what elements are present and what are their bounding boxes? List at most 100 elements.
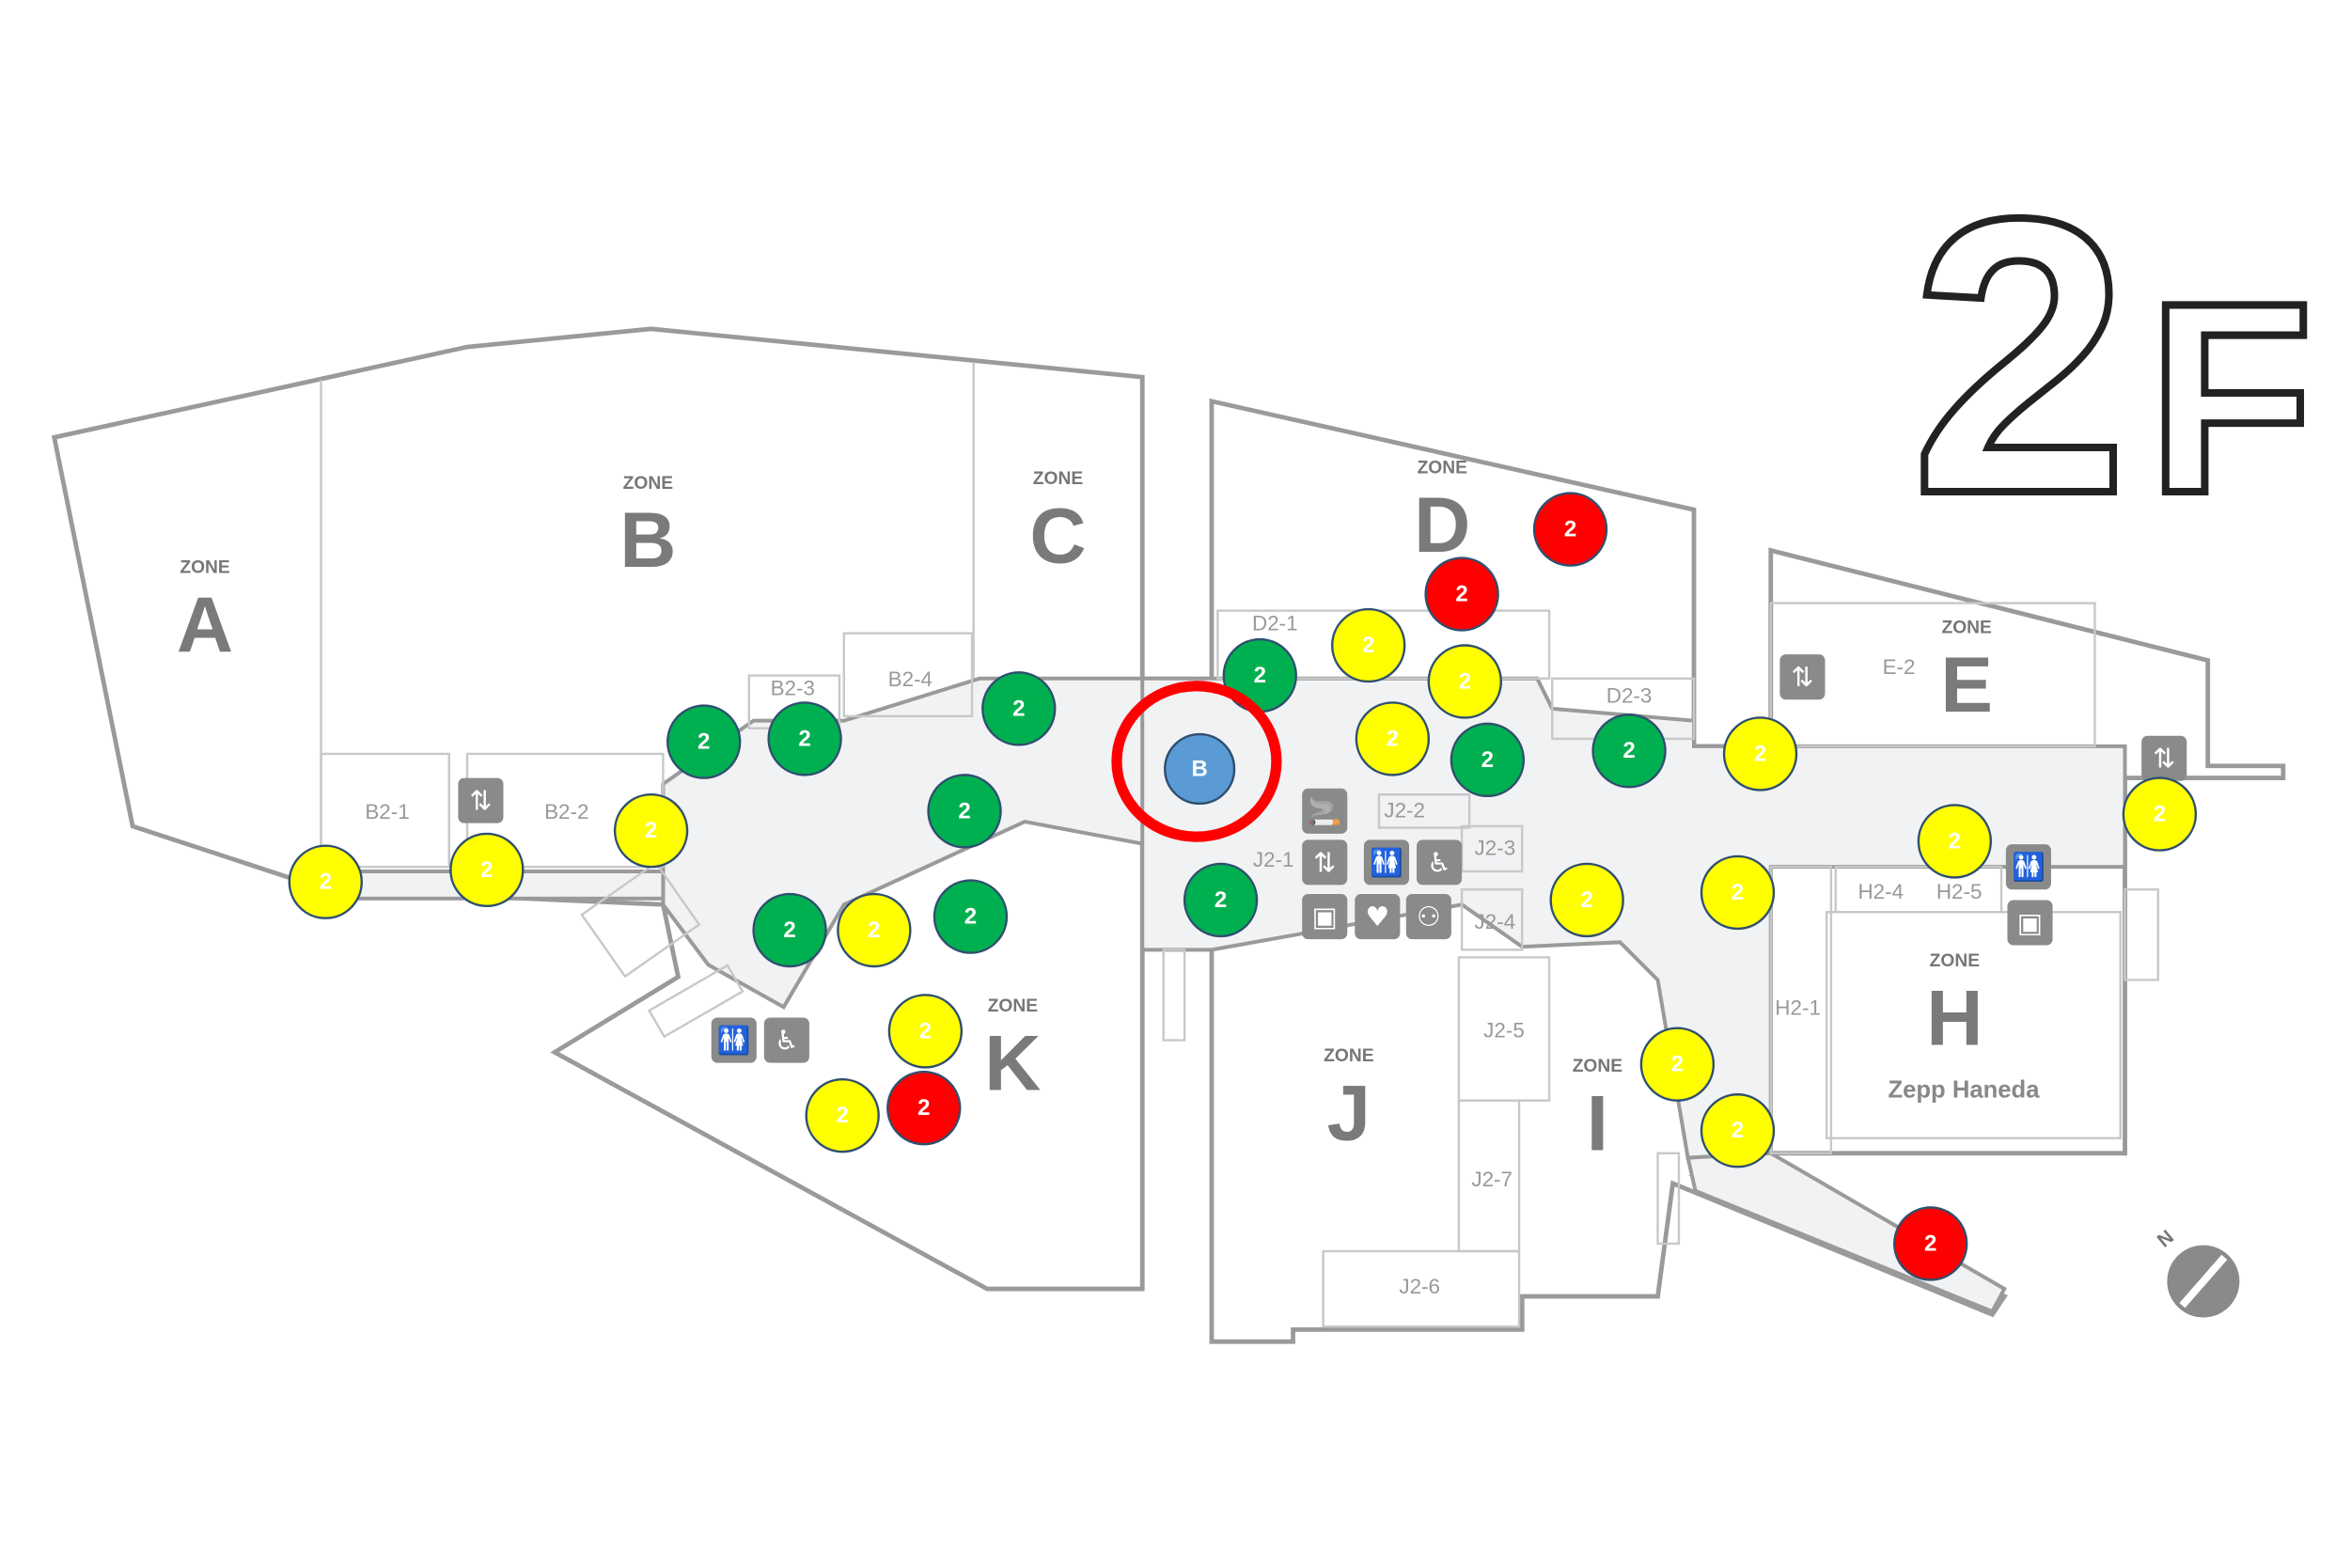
marker-yellow[interactable]: 2 — [1917, 804, 1993, 879]
marker-green[interactable]: 2 — [927, 774, 1002, 849]
room-label: H2-4 — [1857, 880, 1904, 903]
marker-dot[interactable] — [1591, 713, 1667, 789]
marker-dot[interactable] — [613, 793, 689, 869]
marker-label: 2 — [783, 917, 795, 943]
marker-dot[interactable] — [288, 844, 363, 919]
selected-marker-label: B — [1191, 756, 1207, 781]
marker-dot[interactable] — [886, 1071, 962, 1146]
marker-dot[interactable] — [927, 774, 1002, 849]
marker-label: 2 — [868, 917, 880, 943]
marker-red[interactable]: 2 — [1424, 557, 1499, 632]
room-label: J2-1 — [1253, 848, 1294, 871]
marker-green[interactable]: 2 — [752, 892, 827, 968]
compass: N — [2154, 1226, 2240, 1318]
marker-dot[interactable] — [767, 701, 842, 776]
marker-dot[interactable] — [666, 704, 742, 779]
marker-yellow[interactable]: 2 — [805, 1078, 880, 1153]
marker-dot[interactable] — [1331, 607, 1406, 683]
marker-yellow[interactable]: 2 — [1331, 607, 1406, 683]
zone-word: ZONE — [1941, 619, 1992, 638]
marker-dot[interactable] — [1450, 722, 1526, 798]
zone-j: ZONE J — [1324, 1046, 1374, 1156]
marker-green[interactable]: 2 — [1450, 722, 1526, 798]
marker-dot[interactable] — [1355, 701, 1431, 776]
venue-label-zepp-haneda: Zepp Haneda — [1888, 1076, 2040, 1103]
selected-marker-dot[interactable] — [1164, 732, 1236, 806]
marker-dot[interactable] — [449, 832, 525, 908]
svg-text:♿: ♿ — [1427, 846, 1451, 878]
marker-yellow[interactable]: 2 — [288, 844, 363, 919]
marker-dot[interactable] — [2122, 776, 2198, 852]
elevator-icon: ⇅ — [1302, 839, 1348, 886]
marker-yellow[interactable]: 2 — [1722, 716, 1798, 792]
marker-yellow[interactable]: 2 — [1700, 855, 1776, 931]
marker-green[interactable]: 2 — [981, 671, 1057, 746]
marker-label: 2 — [964, 904, 977, 930]
marker-label: 2 — [697, 729, 710, 755]
marker-dot[interactable] — [1639, 1027, 1716, 1102]
marker-yellow[interactable]: 2 — [1639, 1027, 1716, 1102]
marker-label: 2 — [919, 1018, 932, 1043]
marker-dot[interactable] — [752, 892, 827, 968]
marker-dot[interactable] — [1427, 644, 1502, 719]
marker-dot[interactable] — [1700, 855, 1776, 931]
marker-label: 2 — [1564, 517, 1576, 542]
room-label: H2-5 — [1936, 880, 1983, 903]
marker-green[interactable]: 2 — [1591, 713, 1667, 789]
marker-dot[interactable] — [1532, 492, 1608, 567]
marker-label: 2 — [1481, 747, 1494, 773]
marker-label: 2 — [1754, 741, 1766, 766]
marker-green[interactable]: 2 — [933, 879, 1009, 954]
room-label: B2-2 — [544, 800, 588, 823]
marker-yellow[interactable]: 2 — [1700, 1093, 1776, 1168]
marker-green[interactable]: 2 — [767, 701, 842, 776]
marker-label: 2 — [1949, 828, 1961, 854]
marker-red[interactable]: 2 — [1893, 1206, 1968, 1281]
zone-word: ZONE — [180, 558, 230, 578]
marker-green[interactable]: 2 — [1183, 862, 1259, 938]
marker-yellow[interactable]: 2 — [613, 793, 689, 869]
marker-dot[interactable] — [887, 994, 964, 1069]
zone-word: ZONE — [623, 474, 674, 494]
marker-red[interactable]: 2 — [1532, 492, 1608, 567]
marker-dot[interactable] — [1424, 557, 1499, 632]
marker-dot[interactable] — [1917, 804, 1993, 879]
zone-word: ZONE — [1324, 1046, 1374, 1066]
svg-text:🚻: 🚻 — [2012, 851, 2045, 883]
zone-labels: ZONEAZONEBZONECZONEDZONEEZONEHZONEJZONEI… — [177, 459, 1993, 1168]
marker-dot[interactable] — [1549, 862, 1624, 938]
marker-red[interactable]: 2 — [886, 1071, 962, 1146]
restroom-icon: 🚻 — [2005, 844, 2051, 890]
zone-word: ZONE — [988, 996, 1039, 1016]
room-label: E-2 — [1883, 655, 1916, 679]
marker-dot[interactable] — [805, 1078, 880, 1153]
marker-green[interactable]: 2 — [666, 704, 742, 779]
zone-word: ZONE — [1418, 459, 1468, 478]
marker-yellow[interactable]: 2 — [1427, 644, 1502, 719]
marker-yellow[interactable]: 2 — [2122, 776, 2198, 852]
marker-dot[interactable] — [981, 671, 1057, 746]
selected-marker[interactable]: B — [1111, 681, 1282, 842]
marker-label: 2 — [320, 870, 332, 895]
marker-yellow[interactable]: 2 — [887, 994, 964, 1069]
marker-label: 2 — [958, 798, 970, 823]
marker-label: 2 — [798, 726, 810, 751]
marker-label: 2 — [1732, 1118, 1744, 1143]
marker-dot[interactable] — [1893, 1206, 1968, 1281]
marker-dot[interactable] — [1700, 1093, 1776, 1168]
zone-letter: C — [1029, 492, 1086, 579]
marker-yellow[interactable]: 2 — [1355, 701, 1431, 776]
marker-yellow[interactable]: 2 — [449, 832, 525, 908]
marker-yellow[interactable]: 2 — [837, 892, 912, 968]
locker-icon: ▣ — [2007, 900, 2053, 946]
zone-letter: J — [1327, 1069, 1371, 1156]
marker-dot[interactable] — [933, 879, 1009, 954]
elevator-icon: ⇅ — [1779, 654, 1826, 700]
marker-dot[interactable] — [1183, 862, 1259, 938]
marker-dot[interactable] — [1722, 716, 1798, 792]
marker-dot[interactable] — [837, 892, 912, 968]
marker-yellow[interactable]: 2 — [1549, 862, 1624, 938]
